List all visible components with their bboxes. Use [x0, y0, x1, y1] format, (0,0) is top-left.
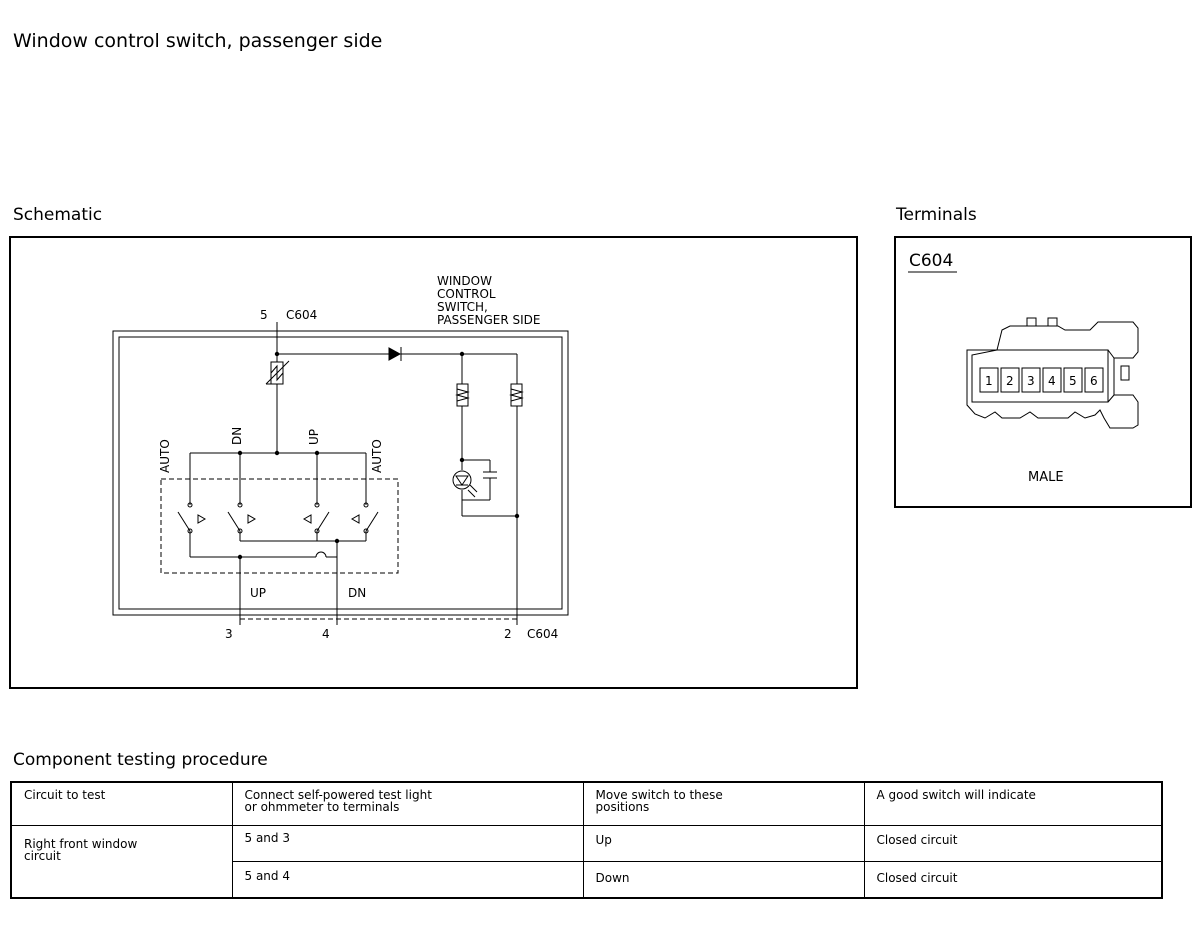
bottom-connector-label: C604	[527, 627, 558, 641]
pin-number: 3	[1027, 374, 1035, 388]
pin-number: 6	[1090, 374, 1098, 388]
result-cell: Closed circuit	[863, 824, 1163, 862]
housing-inner	[118, 336, 563, 610]
diode-icon	[388, 347, 402, 361]
top-connector-label: C604	[286, 308, 317, 322]
terminals-cell: 5 and 4	[231, 860, 584, 899]
capacitor-icon	[483, 471, 497, 479]
page-title: Window control switch, passenger side	[13, 30, 383, 52]
position-label-auto-left: AUTO	[158, 439, 172, 473]
pin-cavity	[1021, 367, 1041, 393]
pin-cavity	[979, 367, 999, 393]
switch-auto-dn	[177, 502, 207, 534]
terminals-cell: 5 and 3	[231, 824, 584, 862]
switch-auto-up	[350, 502, 379, 534]
column-header: Move switch to these positions	[582, 781, 865, 826]
pin-3-label: 3	[225, 627, 233, 641]
pin-number: 5	[1069, 374, 1077, 388]
pin-number: 4	[1048, 374, 1056, 388]
position-label-up: UP	[307, 429, 321, 445]
connector-gender: MALE	[1028, 470, 1064, 485]
switch-up	[302, 502, 330, 534]
connector-drawing: C604 1 2 3 4 5 6 MALE	[908, 251, 1139, 485]
circuit-cell: Right front window circuit	[10, 824, 233, 899]
pin-number: 1	[985, 374, 993, 388]
switch-label-line: SWITCH,	[437, 300, 488, 314]
switch-label-line: CONTROL	[437, 287, 496, 301]
connector-icon	[966, 317, 1139, 429]
terminals-panel: C604 1 2 3 4 5 6 MALE	[894, 236, 1192, 508]
pin-cavity	[1063, 367, 1083, 393]
switch-enclosure	[160, 478, 399, 574]
switch-dn	[227, 502, 257, 534]
output-label-up: UP	[250, 586, 266, 600]
position-cell: Down	[582, 860, 865, 899]
housing-outer	[112, 330, 569, 616]
pin-4-label: 4	[322, 627, 330, 641]
position-label-dn: DN	[230, 427, 244, 445]
pin-cavity	[1084, 367, 1104, 393]
schematic-diagram: WINDOW CONTROL SWITCH, PASSENGER SIDE 5 …	[112, 274, 569, 641]
position-label-auto-right: AUTO	[370, 439, 384, 473]
pin-5-label: 5	[260, 308, 268, 322]
terminal-connector-label: C604	[909, 251, 953, 271]
schematic-heading: Schematic	[13, 205, 103, 225]
table-header-row: Circuit to test Connect self-powered tes…	[10, 781, 1163, 826]
pin-2-label: 2	[504, 627, 512, 641]
table-row: 5 and 4 Down Closed circuit	[11, 860, 1163, 899]
led-icon	[452, 470, 478, 498]
schematic-panel: WINDOW CONTROL SWITCH, PASSENGER SIDE 5 …	[9, 236, 858, 689]
switch-label-line: PASSENGER SIDE	[437, 313, 540, 327]
column-header: A good switch will indicate	[863, 781, 1163, 826]
testing-table: Circuit to test Connect self-powered tes…	[10, 781, 1163, 899]
result-cell: Closed circuit	[863, 860, 1163, 899]
pin-number: 2	[1006, 374, 1014, 388]
terminals-heading: Terminals	[896, 205, 977, 225]
output-label-dn: DN	[348, 586, 366, 600]
switch-label-line: WINDOW	[437, 274, 492, 288]
column-header: Circuit to test	[10, 781, 233, 826]
position-cell: Up	[582, 824, 865, 862]
column-header: Connect self-powered test light or ohmme…	[231, 781, 584, 826]
pin-cavity	[1042, 367, 1062, 393]
table-row: Right front window circuit 5 and 3 Up Cl…	[10, 824, 1163, 899]
pin-cavity	[1000, 367, 1020, 393]
testing-heading: Component testing procedure	[13, 750, 268, 770]
